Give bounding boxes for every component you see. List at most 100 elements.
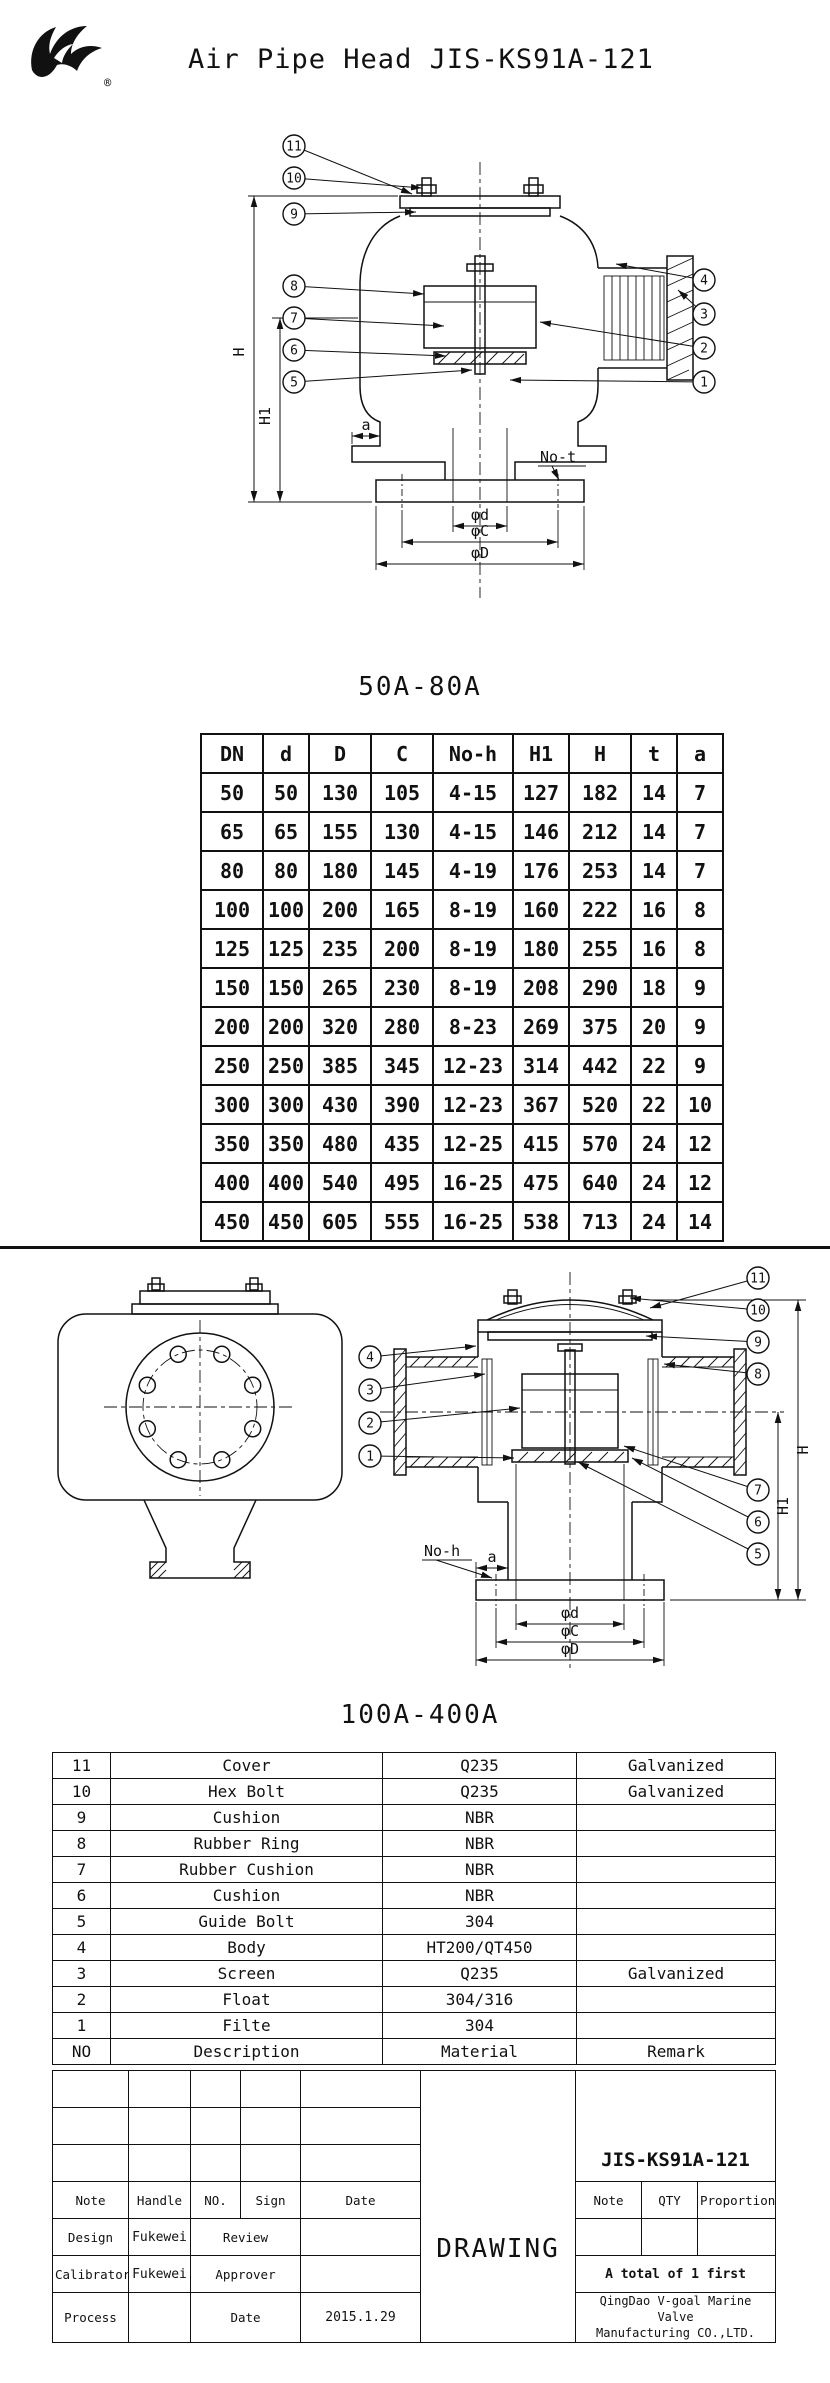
table-cell: 65 [262,811,310,852]
svg-text:H1: H1 [256,407,274,425]
table-cell: 16 [630,928,678,969]
svg-text:8: 8 [754,1368,762,1383]
svg-text:No-t: No-t [540,448,576,466]
table-cell: 4 [52,1934,111,1961]
callout-11: 11 [282,134,306,158]
page-title: Air Pipe Head JIS-KS91A-121 [188,44,654,75]
table-cell: Q235 [382,1778,577,1805]
dim-phi-d: φd [515,1604,625,1630]
table-cell: Body [110,1934,383,1961]
table-cell: 155 [308,811,372,852]
empty-cell [240,2144,301,2182]
table-cell: 7 [676,850,724,891]
table-cell: 495 [370,1162,434,1203]
svg-text:1: 1 [366,1450,374,1465]
callout-10: 10 [282,166,306,190]
dim-phi-D: φD [375,506,585,570]
col-header: t [630,733,678,774]
table-cell: 176 [512,850,570,891]
table-cell: 12-23 [432,1084,514,1125]
table-cell: 640 [568,1162,632,1203]
table-cell: 180 [512,928,570,969]
table-cell: 3 [52,1960,111,1987]
company-line2: Manufacturing CO.,LTD. [596,2326,755,2341]
svg-text:4: 4 [366,1351,374,1366]
proportion-header: Proportion [696,2181,777,2219]
approver-label: Approver [190,2255,301,2293]
svg-text:9: 9 [754,1336,762,1351]
table-cell: 24 [630,1123,678,1164]
svg-text:6: 6 [290,344,298,359]
table-cell: 180 [308,850,372,891]
table-cell: 24 [630,1162,678,1203]
empty-cell [190,2107,241,2145]
table-cell: 80 [200,850,264,891]
table-cell: 105 [370,772,434,813]
svg-text:10: 10 [750,1304,766,1319]
table-cell: 385 [308,1045,372,1086]
table-cell: 713 [568,1201,632,1242]
table-cell: 9 [676,1006,724,1047]
table-cell: 4-15 [432,811,514,852]
table-cell: 8-23 [432,1006,514,1047]
callout-7: 7 [282,306,306,330]
table-cell: 400 [262,1162,310,1203]
footer-cell: Description [110,2038,383,2065]
caption-50a-80a: 50A-80A [358,672,482,702]
table-cell: 304 [382,2012,577,2039]
svg-text:6: 6 [754,1516,762,1531]
header-row: DN d D C No-h H1 H t a [200,733,724,774]
design-name: Fukewei [128,2218,191,2256]
table-cell: 208 [512,967,570,1008]
table-cell: Rubber Ring [110,1830,383,1857]
table-cell: 350 [262,1123,310,1164]
svg-text:H: H [794,1445,812,1454]
dim-phi-D: φD [475,1602,665,1666]
table-cell [576,1908,776,1935]
table-cell: 304/316 [382,1986,577,2013]
table-cell: 314 [512,1045,570,1086]
vgoal-logo [31,26,102,77]
drawing-number: JIS-KS91A-121 [574,2070,777,2182]
table-cell: 300 [200,1084,264,1125]
table-cell: 7 [676,772,724,813]
revision-row [52,2144,776,2182]
table-cell: 570 [568,1123,632,1164]
table-cell: Galvanized [576,1752,776,1779]
table-cell: 5 [52,1908,111,1935]
date-value: 2015.1.29 [300,2292,421,2343]
empty-cell [300,2107,421,2145]
svg-text:No-h: No-h [424,1542,460,1560]
empty-cell [575,2218,642,2256]
company-name: QingDao V-goal Marine Valve Manufacturin… [574,2292,777,2343]
callout-11: 11 [746,1266,770,1290]
table-cell [576,1830,776,1857]
callout-6: 6 [282,338,306,362]
table-cell: 450 [200,1201,264,1242]
empty-cell [52,2070,129,2108]
table-cell: 150 [262,967,310,1008]
calibrator-label: Calibrator [52,2255,129,2293]
callout-6: 6 [746,1510,770,1534]
table-cell: 350 [200,1123,264,1164]
dim-H1: H1 [256,317,358,502]
callout-3: 3 [692,302,716,326]
table-cell: 304 [382,1908,577,1935]
table-cell: Rubber Cushion [110,1856,383,1883]
table-cell: 555 [370,1201,434,1242]
svg-text:H: H [230,347,248,356]
table-cell: 8-19 [432,967,514,1008]
svg-text:H1: H1 [774,1497,792,1515]
table-cell: 250 [200,1045,264,1086]
table-cell: 18 [630,967,678,1008]
table-cell: NBR [382,1830,577,1857]
design-label: Design [52,2218,129,2256]
